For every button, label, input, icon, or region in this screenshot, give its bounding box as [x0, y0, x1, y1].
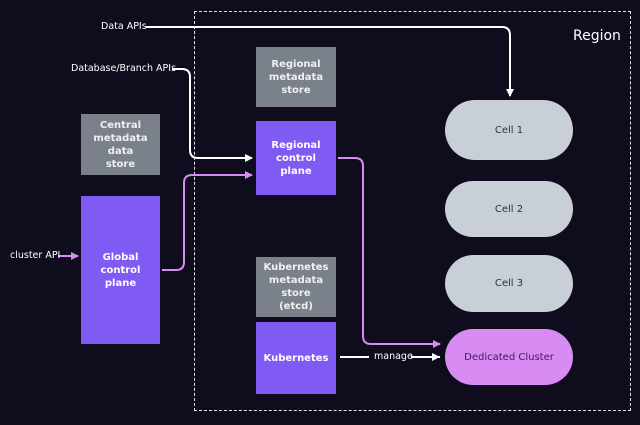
- label-data-apis: Data APIs: [101, 21, 147, 32]
- kubernetes-metadata-store: Kubernetes metadata store (etcd): [256, 257, 336, 317]
- global-control-plane: Global control plane: [81, 196, 160, 344]
- arrow-kubernetes-manage-head: [432, 353, 440, 361]
- arrow-data-apis-to-cell1: [146, 26, 514, 97]
- regional-control-plane: Regional control plane: [256, 121, 336, 195]
- cell-3: Cell 3: [445, 255, 573, 312]
- region-boundary: [194, 11, 631, 411]
- dedicated-cluster: Dedicated Cluster: [445, 329, 573, 385]
- arrow-db-branch-apis-to-regional-control-plane: [172, 68, 253, 162]
- central-metadata-data-store: Central metadata data store: [81, 114, 160, 175]
- region-title: Region: [573, 28, 621, 44]
- arrow-regional-control-plane-to-dedicated-cluster: [338, 157, 441, 348]
- cell-2: Cell 2: [445, 181, 573, 237]
- arrow-global-to-regional-control-plane: [162, 171, 253, 271]
- cell-1: Cell 1: [445, 100, 573, 160]
- regional-metadata-store: Regional metadata store: [256, 47, 336, 107]
- kubernetes: Kubernetes: [256, 322, 336, 394]
- label-cluster-api: cluster API: [10, 250, 61, 261]
- label-database-branch-apis: Database/Branch APIs: [71, 63, 177, 74]
- label-manage: manage: [374, 351, 413, 362]
